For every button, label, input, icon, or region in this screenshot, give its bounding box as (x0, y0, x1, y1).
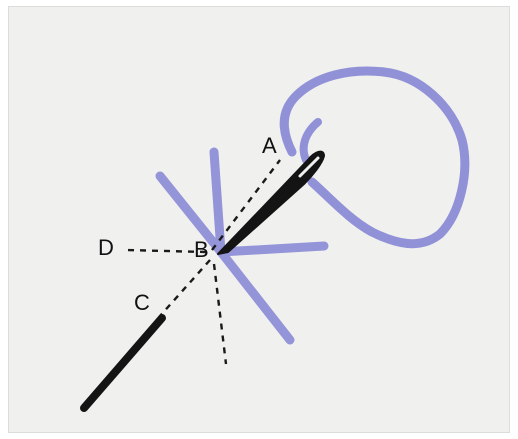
star-stitches (155, 147, 329, 345)
needle-point-segment (80, 314, 166, 412)
label-b: B (194, 237, 209, 262)
needle-eye (298, 156, 320, 178)
stitch-right (216, 241, 329, 257)
guide-down (212, 263, 228, 365)
stitch-upper-left (155, 171, 226, 257)
needle (217, 150, 325, 255)
stitch-up (209, 147, 226, 257)
label-c: C (134, 290, 150, 315)
guide-lines (125, 159, 281, 365)
label-a: A (262, 133, 277, 158)
label-d: D (98, 235, 114, 260)
thread-loop (279, 66, 470, 249)
thread-tail (299, 118, 322, 164)
stitch-lower-right (216, 247, 295, 345)
guide-to-c (159, 259, 211, 317)
needle-body (217, 150, 325, 255)
guide-to-d (125, 248, 207, 254)
